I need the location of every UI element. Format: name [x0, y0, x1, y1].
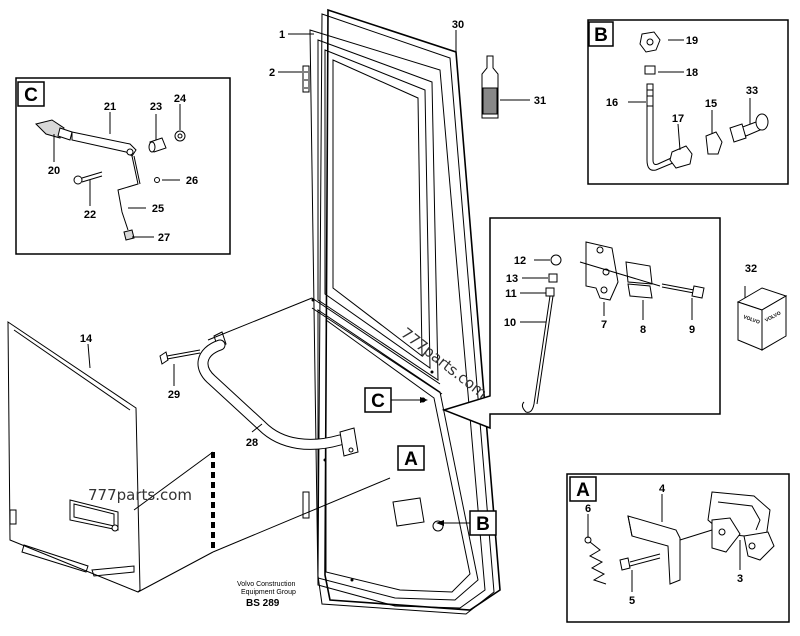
part-number: 9: [689, 324, 695, 336]
part-number: 24: [174, 93, 187, 105]
caption-line-1: Volvo Construction: [237, 581, 295, 588]
part-number: 2: [269, 67, 275, 79]
part-number: 5: [629, 595, 635, 607]
part-number: 4: [659, 483, 666, 495]
part-number: 25: [152, 203, 164, 215]
callout-c-main-label: C: [371, 391, 385, 412]
part-number: 26: [186, 175, 198, 187]
callout-b-main-label: B: [476, 514, 490, 535]
box-c-label: C: [24, 85, 38, 106]
part-number: 3: [737, 573, 743, 585]
watermark: 777parts.com: [398, 324, 491, 402]
part-number: 15: [705, 98, 717, 110]
callout-a-main: A: [397, 445, 425, 471]
part-number: 27: [158, 232, 170, 244]
box-b-label: B: [594, 25, 608, 46]
leader-lines: [53, 30, 751, 592]
part-number: 17: [672, 113, 684, 125]
part-number: 1: [279, 29, 285, 41]
part-number: 6: [585, 503, 591, 515]
caption-line-2: Equipment Group: [241, 589, 296, 596]
detail-box-a: [566, 473, 790, 623]
part-number: 20: [48, 165, 60, 177]
part-number: 21: [104, 101, 116, 113]
watermark: 777parts.com: [88, 486, 192, 504]
grab-handle: [159, 297, 359, 457]
part-number: 31: [534, 95, 546, 107]
part-number: 29: [168, 389, 180, 401]
part-number: 30: [452, 19, 464, 31]
volvo-kit-box: VOLVO VOLVO: [736, 287, 788, 351]
callout-b-main: B: [469, 510, 497, 536]
callout-c-main: C: [364, 387, 392, 413]
detail-box-c: [15, 77, 231, 255]
part-numbers: 1 2 3 4 5 6 7 8 9 10 11 12 13 14 15 16 1…: [48, 19, 758, 607]
part-number: 18: [686, 67, 698, 79]
part-number: 33: [746, 85, 758, 97]
part-number: 32: [745, 263, 757, 275]
part-number: 13: [506, 273, 518, 285]
part-number: 7: [601, 319, 607, 331]
part-number: 12: [514, 255, 526, 267]
part-number: 19: [686, 35, 698, 47]
part-number: 10: [504, 317, 516, 329]
part-number: 8: [640, 324, 646, 336]
box-a-label: A: [576, 480, 590, 501]
callout-a-main-label: A: [404, 449, 418, 470]
detail-box-lock: [441, 217, 721, 430]
logo-text-left: VOLVO: [742, 314, 760, 326]
caption-code: BS 289: [246, 598, 280, 609]
part-number: 28: [246, 437, 258, 449]
drawing-caption: Volvo Construction Equipment Group BS 28…: [237, 581, 296, 609]
sealant-bottle: [481, 55, 499, 119]
interior-panel: [7, 321, 391, 593]
part-number: 11: [505, 288, 517, 300]
part-number: 22: [84, 209, 96, 221]
part-number: 14: [80, 333, 93, 345]
detail-box-b: [587, 19, 789, 185]
part-number: 23: [150, 101, 162, 113]
part-number: 16: [606, 97, 618, 109]
